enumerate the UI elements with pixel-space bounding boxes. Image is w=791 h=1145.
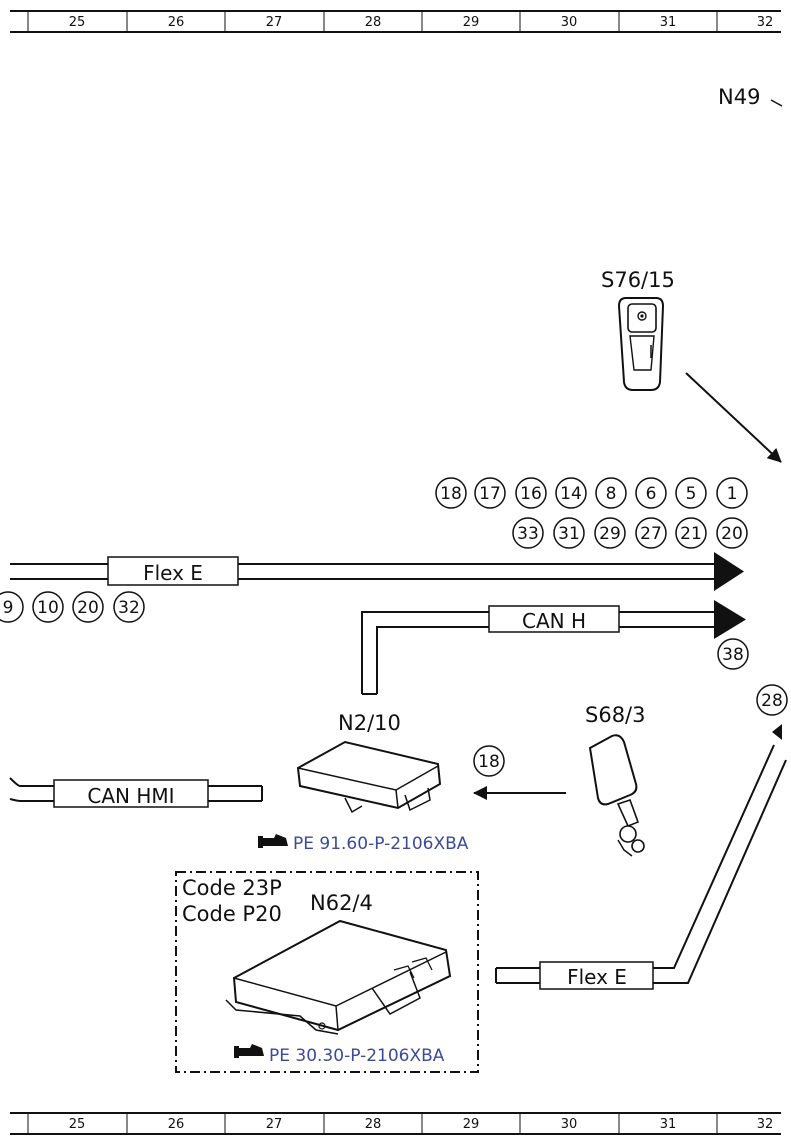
reference-number-18: 18 <box>478 752 500 772</box>
reference-number: 31 <box>558 524 580 544</box>
reference-number: 9 <box>3 598 14 618</box>
reference-number: 16 <box>520 484 542 504</box>
code-label-p20: Code P20 <box>182 902 282 926</box>
component-label-n2-10: N2/10 <box>338 711 401 735</box>
reference-circles-row-2: 33 31 29 27 21 20 <box>512 517 748 549</box>
ruler-label: 28 <box>365 1117 382 1132</box>
ruler-label: 31 <box>660 1117 677 1132</box>
component-label-s76-15: S76/15 <box>601 268 675 292</box>
ruler-label: 28 <box>365 15 382 30</box>
reference-number: 32 <box>118 598 140 618</box>
ruler-label: 30 <box>561 1117 578 1132</box>
reference-number-28: 28 <box>761 691 783 711</box>
ruler-label: 30 <box>561 15 578 30</box>
bus-label-can-hmi: CAN HMI <box>87 784 174 808</box>
reference-number: 20 <box>721 524 743 544</box>
parking-brake-switch-icon <box>617 297 665 391</box>
component-label-s68-3: S68/3 <box>585 703 646 727</box>
component-label-n49: N49 <box>718 85 760 109</box>
ruler-label: 29 <box>463 15 480 30</box>
code-label-23p: Code 23P <box>182 876 282 900</box>
reference-number: 6 <box>646 484 657 504</box>
bus-label-can-h: CAN H <box>522 609 586 633</box>
reference-circle <box>717 638 749 670</box>
flex-e-bus-bottom: Flex E <box>495 724 787 990</box>
ruler-label: 31 <box>660 15 677 30</box>
flex-e-bus-top: Flex E <box>10 552 744 591</box>
ruler-label: 27 <box>266 15 283 30</box>
bus-label-flex-e: Flex E <box>143 561 203 585</box>
ruler-label: 26 <box>168 1117 185 1132</box>
reference-circle <box>756 684 788 716</box>
ruler-label: 32 <box>757 1117 774 1132</box>
pointing-hand-icon <box>258 834 288 848</box>
pe-link-n62-4[interactable]: PE 30.30-P-2106XBA <box>234 1044 445 1066</box>
top-ruler: 25 26 27 28 29 30 31 32 <box>10 10 781 33</box>
ruler-label: 25 <box>69 15 86 30</box>
bottom-ruler: 25 26 27 28 29 30 31 32 <box>10 1112 781 1135</box>
ruler-label: 29 <box>463 1117 480 1132</box>
ruler-label: 27 <box>266 1117 283 1132</box>
reference-number: 33 <box>517 524 539 544</box>
seat-belt-buckle-icon <box>588 734 645 857</box>
reference-number: 1 <box>727 484 738 504</box>
pe-link-text[interactable]: PE 91.60-P-2106XBA <box>293 834 469 854</box>
reference-number: 5 <box>686 484 697 504</box>
reference-circle <box>473 745 505 777</box>
pe-link-n2-10[interactable]: PE 91.60-P-2106XBA <box>258 834 469 854</box>
reference-number: 21 <box>680 524 702 544</box>
reference-circles-row-1: 18 17 16 14 8 6 5 1 <box>435 477 748 509</box>
reference-number: 27 <box>640 524 662 544</box>
optional-equipment-box <box>175 871 479 1073</box>
reference-number: 29 <box>599 524 621 544</box>
bus-label-flex-e: Flex E <box>567 965 627 989</box>
component-label-n62-4: N62/4 <box>310 891 373 915</box>
reference-number: 10 <box>37 598 59 618</box>
reference-number: 18 <box>440 484 462 504</box>
ruler-label: 25 <box>69 1117 86 1132</box>
pe-link-text[interactable]: PE 30.30-P-2106XBA <box>269 1046 445 1066</box>
control-module-icon <box>225 919 452 1035</box>
can-h-bus: CAN H <box>361 600 746 695</box>
s76-15-arrow <box>685 372 782 463</box>
ruler-label: 32 <box>757 15 774 30</box>
ruler-label: 26 <box>168 15 185 30</box>
reference-number: 8 <box>606 484 617 504</box>
can-hmi-bus: CAN HMI <box>9 777 263 808</box>
control-module-icon <box>296 740 442 814</box>
reference-number: 14 <box>560 484 582 504</box>
reference-number: 20 <box>77 598 99 618</box>
n49-leader <box>770 99 783 107</box>
reference-number: 17 <box>479 484 501 504</box>
reference-circles-left: 9 10 20 32 <box>0 591 145 623</box>
reference-number-38: 38 <box>722 645 744 665</box>
pointing-hand-icon <box>234 1044 264 1058</box>
